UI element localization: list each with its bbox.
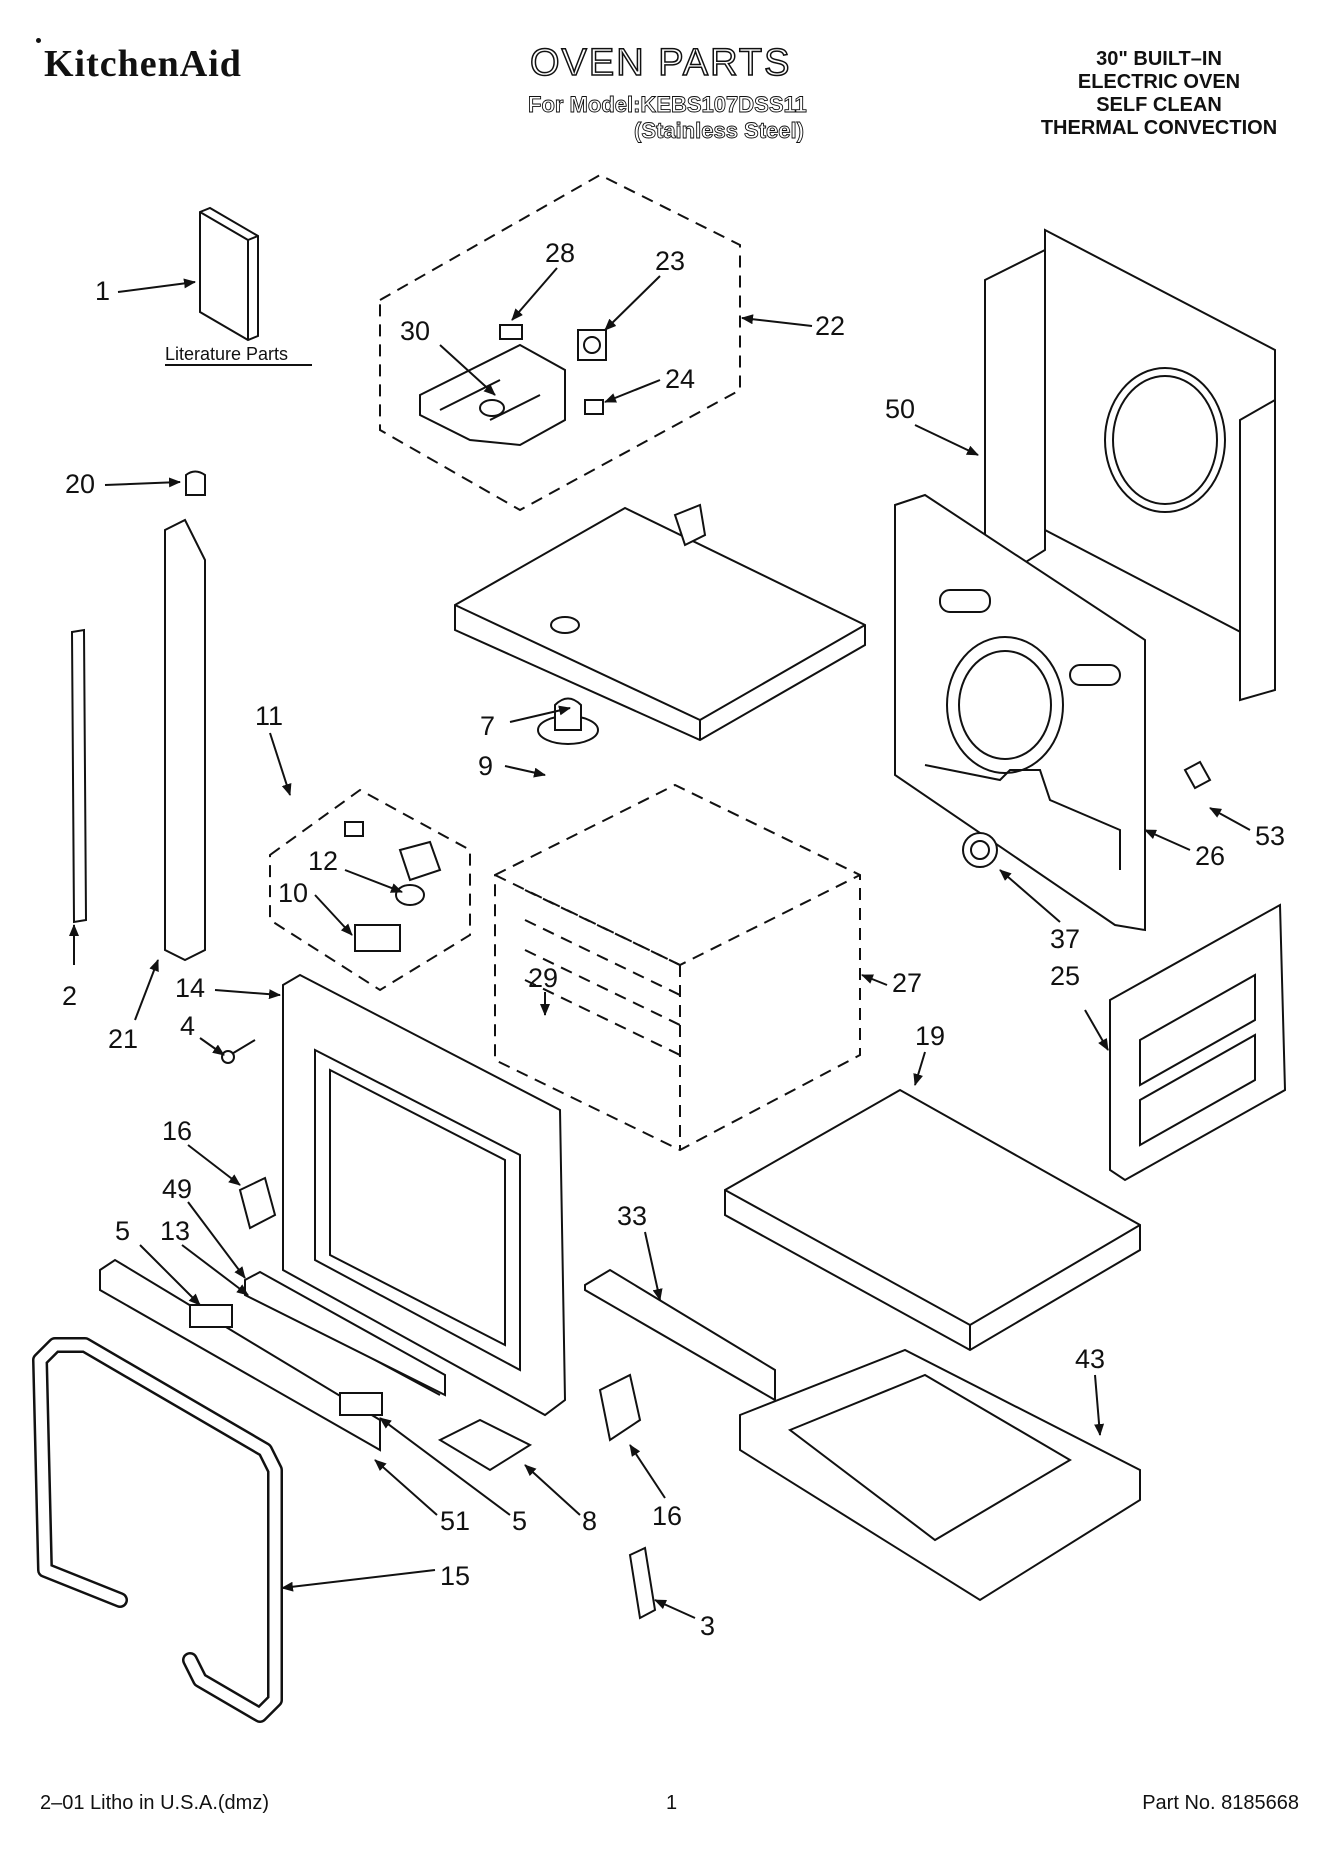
callout-23: 23 <box>655 246 685 276</box>
bottom-panel-part <box>724 1088 1141 1352</box>
callout-28: 28 <box>545 238 575 268</box>
terminal-block-part-23 <box>577 329 607 361</box>
callout-9: 9 <box>478 751 493 781</box>
brand-logo: KitchenAid <box>44 43 242 85</box>
callout-33: 33 <box>617 1201 647 1231</box>
callout-49: 49 <box>162 1174 192 1204</box>
oven-cavity-part <box>494 783 861 1152</box>
control-bracket-part <box>419 343 566 447</box>
plate-part-8 <box>437 1418 533 1472</box>
callout-16a: 16 <box>162 1116 192 1146</box>
callout-50: 50 <box>885 394 915 424</box>
door-gasket-part <box>32 1337 283 1723</box>
callout-8: 8 <box>582 1506 597 1536</box>
bottom-tray-part <box>739 1348 1141 1602</box>
callout-29: 29 <box>528 963 558 993</box>
switch-part-28 <box>499 324 523 340</box>
callout-5b: 5 <box>512 1506 527 1536</box>
convection-panel-part <box>894 493 1146 932</box>
product-description: 30" BUILT–IN ELECTRIC OVEN SELF CLEAN TH… <box>1019 48 1299 140</box>
light-assembly-boundary <box>269 788 471 992</box>
connector-part-24 <box>584 399 604 415</box>
convection-fan-part <box>537 697 599 745</box>
callout-10: 10 <box>278 878 308 908</box>
callout-7: 7 <box>480 711 495 741</box>
description-line: THERMAL CONVECTION <box>1040 117 1278 139</box>
block-part-5a <box>189 1304 233 1328</box>
side-trim-part <box>70 628 88 924</box>
callout-22: 22 <box>815 311 845 341</box>
front-frame-part <box>282 973 567 1417</box>
trim-cap-part <box>185 470 206 496</box>
callout-25: 25 <box>1050 961 1080 991</box>
page-title: OVEN PARTS <box>529 41 792 85</box>
thermostat-part-37 <box>962 832 998 868</box>
callout-14: 14 <box>175 973 205 1003</box>
callout-12: 12 <box>308 846 338 876</box>
callout-5a: 5 <box>115 1216 130 1246</box>
callout-4: 4 <box>180 1011 195 1041</box>
callout-19: 19 <box>915 1021 945 1051</box>
callout-43: 43 <box>1075 1344 1105 1374</box>
callout-2: 2 <box>62 981 77 1011</box>
callout-13: 13 <box>160 1216 190 1246</box>
callout-3: 3 <box>700 1611 715 1641</box>
bracket-part-53 <box>1183 760 1212 790</box>
description-line: SELF CLEAN <box>1096 94 1222 116</box>
callout-16b: 16 <box>652 1501 682 1531</box>
callout-27: 27 <box>892 968 922 998</box>
vent-panel-part-51 <box>99 1258 381 1452</box>
hinge-part-16b <box>598 1373 642 1442</box>
callout-1: 1 <box>95 276 110 306</box>
literature-book-part <box>199 206 259 342</box>
part-number: Part No. 8185668 <box>1142 1792 1299 1814</box>
callout-26: 26 <box>1195 841 1225 871</box>
page-number: 1 <box>666 1792 678 1814</box>
callout-20: 20 <box>65 469 95 499</box>
control-assembly-boundary <box>379 173 741 512</box>
callout-11: 11 <box>255 701 283 731</box>
latch-part-3 <box>628 1546 657 1620</box>
callout-21: 21 <box>108 1024 138 1054</box>
description-line: ELECTRIC OVEN <box>1077 71 1241 93</box>
callout-37: 37 <box>1050 924 1080 954</box>
callout-53: 53 <box>1255 821 1285 851</box>
leader-lines <box>69 267 1251 1619</box>
brand-dot <box>36 38 41 43</box>
litho-note: 2–01 Litho in U.S.A.(dmz) <box>40 1792 269 1814</box>
side-channel-part <box>164 518 206 962</box>
light-bulb-part <box>395 884 425 906</box>
callout-30: 30 <box>400 316 430 346</box>
finish-line: (Stainless Steel) <box>634 118 805 144</box>
door-gasket-highlight <box>34 1339 281 1721</box>
screw-part <box>221 1039 256 1064</box>
channel-part-33 <box>584 1268 776 1402</box>
callout-24: 24 <box>665 364 695 394</box>
hinge-part-16a <box>238 1176 277 1230</box>
literature-label: Literature Parts <box>165 344 288 364</box>
light-lens-part <box>354 924 401 952</box>
light-socket-part <box>344 821 442 882</box>
block-part-5b <box>339 1392 383 1416</box>
callout-51: 51 <box>440 1506 470 1536</box>
callout-15: 15 <box>440 1561 470 1591</box>
top-panel-part <box>454 503 866 742</box>
rear-panel-part <box>984 228 1276 702</box>
side-panel-part <box>1109 903 1287 1182</box>
model-line: For Model:KEBS107DSS11 <box>528 92 808 118</box>
description-line: 30" BUILT–IN <box>1096 48 1222 70</box>
